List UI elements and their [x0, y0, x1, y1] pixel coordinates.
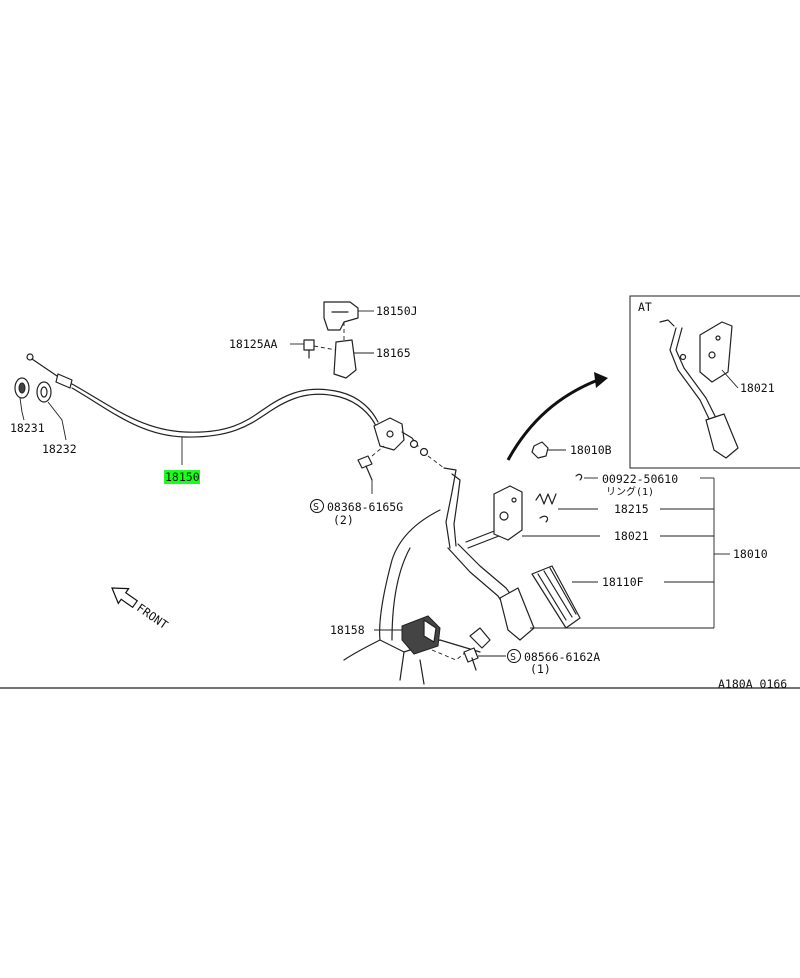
cable-end-nut-2 — [419, 447, 429, 457]
pad-cover-18110f — [531, 565, 581, 629]
cable-adjuster — [55, 373, 73, 389]
firewall-inner — [391, 547, 411, 641]
label-08368-qty: (2) — [333, 513, 354, 527]
label-00922-sub: リング(1) — [606, 485, 654, 498]
cable-housing — [71, 383, 379, 433]
cable-mount — [373, 417, 405, 451]
pad-cover-rib2 — [543, 570, 573, 618]
label-18158: 18158 — [330, 623, 365, 637]
cable-end-nut — [409, 439, 419, 449]
stopper-18158-face — [423, 619, 437, 643]
bracket-18021-bolt — [511, 497, 517, 503]
cable-tip — [26, 353, 34, 361]
bolt-08368 — [357, 455, 373, 469]
grommet-18232-inner — [40, 386, 48, 398]
grommet-18231-inner — [18, 382, 26, 394]
s-letter-08566: S — [510, 652, 516, 663]
bracket-18021 — [493, 485, 523, 541]
at-inset: AT 18021 — [629, 295, 800, 469]
at-clip — [679, 353, 687, 361]
label-18232: 18232 — [42, 442, 77, 456]
label-18215: 18215 — [614, 502, 649, 516]
cable-clips: 18150J 18165 18125AA — [229, 301, 418, 379]
cable-housing-2 — [71, 387, 377, 438]
bracket-18021-hole — [499, 511, 509, 521]
bracket-18165 — [333, 339, 357, 379]
figure-code: A180A 0166 — [718, 677, 787, 691]
label-18165: 18165 — [376, 346, 411, 360]
highlight-18150 — [164, 470, 200, 484]
at-leader-18021 — [721, 369, 739, 389]
stopper-rod — [469, 627, 491, 649]
dash-cable-to-pedal — [427, 455, 445, 469]
leader-18231 — [19, 397, 25, 421]
grommet-18232 — [36, 381, 52, 403]
pedal-lever-top — [443, 467, 457, 549]
pad-cover-rib1 — [537, 573, 567, 621]
label-08566: 08566-6162A — [524, 650, 600, 664]
s-symbol-08566 — [507, 649, 521, 663]
accelerator-cable: 18150 — [71, 383, 379, 484]
label-18110f: 18110F — [602, 575, 644, 589]
label-18150j: 18150J — [376, 304, 418, 318]
spring-18215 — [535, 493, 557, 505]
firewall-bracket — [357, 417, 445, 494]
at-pedal-arm-2 — [675, 327, 719, 423]
callout-08368: S 08368-6165G (2) — [310, 499, 403, 527]
nut-18010b — [531, 441, 549, 459]
cable-wire-end — [31, 358, 61, 379]
at-pedal-pad — [705, 413, 739, 459]
label-18021: 18021 — [614, 529, 649, 543]
floor-line-2 — [399, 651, 405, 681]
at-inset-frame — [629, 295, 800, 469]
pedal-pad — [499, 587, 535, 641]
label-18231: 18231 — [10, 421, 45, 435]
spring-hook — [539, 515, 549, 523]
label-08368: 08368-6165G — [327, 500, 403, 514]
mount-hole — [386, 430, 394, 438]
front-indicator: FRONT — [111, 587, 171, 632]
label-18010b: 18010B — [570, 443, 612, 457]
floor-line-3 — [419, 659, 425, 685]
label-08566-qty: (1) — [530, 662, 551, 676]
clip-00922 — [575, 473, 583, 481]
label-18010: 18010 — [733, 547, 768, 561]
label-00922: 00922-50610 — [602, 472, 678, 486]
at-bracket-hole — [708, 351, 716, 359]
pedal-lever-top-2 — [451, 473, 461, 547]
s-letter-08368: S — [313, 502, 319, 513]
dash-18125aa — [313, 345, 337, 351]
pedal-assembly — [374, 441, 600, 671]
dash-08368 — [371, 445, 385, 457]
at-pedal-arm — [669, 327, 713, 426]
arrow-to-inset — [506, 378, 599, 461]
at-inset-label: AT — [638, 300, 652, 314]
firewall-curve — [343, 509, 441, 661]
clip-18150j — [323, 301, 359, 331]
assembly-bracket — [530, 477, 730, 629]
leader-18232 — [47, 401, 67, 441]
front-label: FRONT — [134, 601, 170, 632]
callout-08566: S 08566-6162A (1) — [507, 649, 600, 676]
at-bracket-hole-2 — [715, 335, 721, 341]
bolt-08566-shank — [471, 657, 477, 671]
arrow-head — [594, 372, 608, 388]
label-18021-at: 18021 — [740, 381, 775, 395]
s-symbol-08368 — [310, 499, 324, 513]
pad-cover-rib3 — [549, 567, 577, 615]
dash-stopper — [431, 649, 467, 661]
cable-end-parts: 18231 18232 — [10, 353, 77, 456]
at-cable-end — [659, 319, 675, 327]
label-18150: 18150 — [165, 470, 200, 484]
at-pedal-bracket — [699, 321, 733, 383]
label-18125aa: 18125AA — [229, 337, 278, 351]
floor-outline — [343, 509, 481, 685]
bolt-08566 — [463, 647, 479, 663]
bolt-08368-shank — [365, 465, 373, 481]
front-arrow — [111, 587, 139, 609]
bolt-18125aa — [303, 339, 315, 351]
